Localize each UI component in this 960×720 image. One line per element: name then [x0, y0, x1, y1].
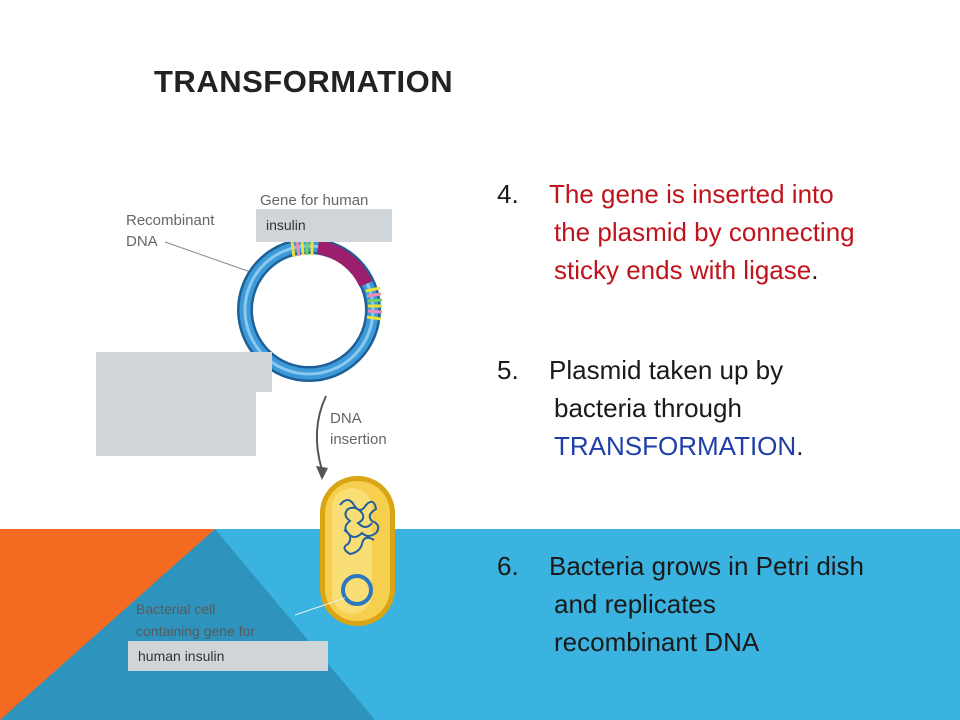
step-4-line-1: The gene is inserted into	[549, 179, 834, 209]
slide-title: TRANSFORMATION	[154, 64, 454, 99]
step-4-trailing: .	[811, 255, 819, 285]
cell-label-overlay: human insulin	[128, 641, 328, 671]
gene-insert-arc	[316, 240, 373, 288]
blank-overlay-box	[96, 352, 272, 392]
gene-label-text: Gene for human	[260, 192, 368, 209]
step-6-line-3: recombinant DNA	[554, 627, 760, 657]
cell-pointer	[294, 597, 346, 616]
chromosome-dna	[339, 499, 380, 538]
plasmid-ring	[237, 238, 383, 382]
bg-dark-triangle	[0, 529, 375, 720]
recombinant-label-line2: DNA	[126, 233, 158, 250]
step-5-line-1: Plasmid taken up by	[549, 355, 784, 385]
bacterial-cell	[320, 476, 395, 626]
step-5-line-2: bacteria through	[554, 393, 742, 423]
step-4-line-2: the plasmid by connecting	[554, 217, 855, 247]
step-4-line-3: sticky ends with ligase	[554, 255, 812, 285]
dna-insertion-line1: DNA	[330, 410, 362, 427]
step-5-line-3: TRANSFORMATION	[554, 431, 797, 461]
insertion-arrow	[315, 395, 327, 471]
step-6-line-1: Bacteria grows in Petri dish	[549, 551, 865, 581]
insertion-arrowhead	[316, 466, 328, 480]
step-4: 4. The gene is inserted into the plasmid …	[497, 175, 855, 289]
cell-label-line1: Bacterial cell	[136, 601, 215, 617]
step-5: 5. Plasmid taken up by bacteria through T…	[497, 351, 803, 465]
cell-label-line2: containing gene for	[136, 623, 255, 639]
step-6-line-2: and replicates	[554, 589, 716, 619]
recombinant-pointer	[164, 241, 263, 277]
dna-insertion-line2: insertion	[330, 431, 387, 448]
step-5-number: 5.	[497, 355, 519, 385]
step-5-trailing: .	[796, 431, 804, 461]
cell-plasmid	[341, 574, 373, 606]
step-4-number: 4.	[497, 179, 519, 209]
step-6: 6. Bacteria grows in Petri dish and repli…	[497, 547, 864, 661]
recombinant-label-line1: Recombinant	[126, 212, 215, 229]
bg-orange-triangle	[0, 529, 215, 720]
blank-overlay-box-lower	[96, 390, 256, 456]
gene-label-overlay: insulin	[256, 209, 392, 242]
step-6-number: 6.	[497, 551, 519, 581]
